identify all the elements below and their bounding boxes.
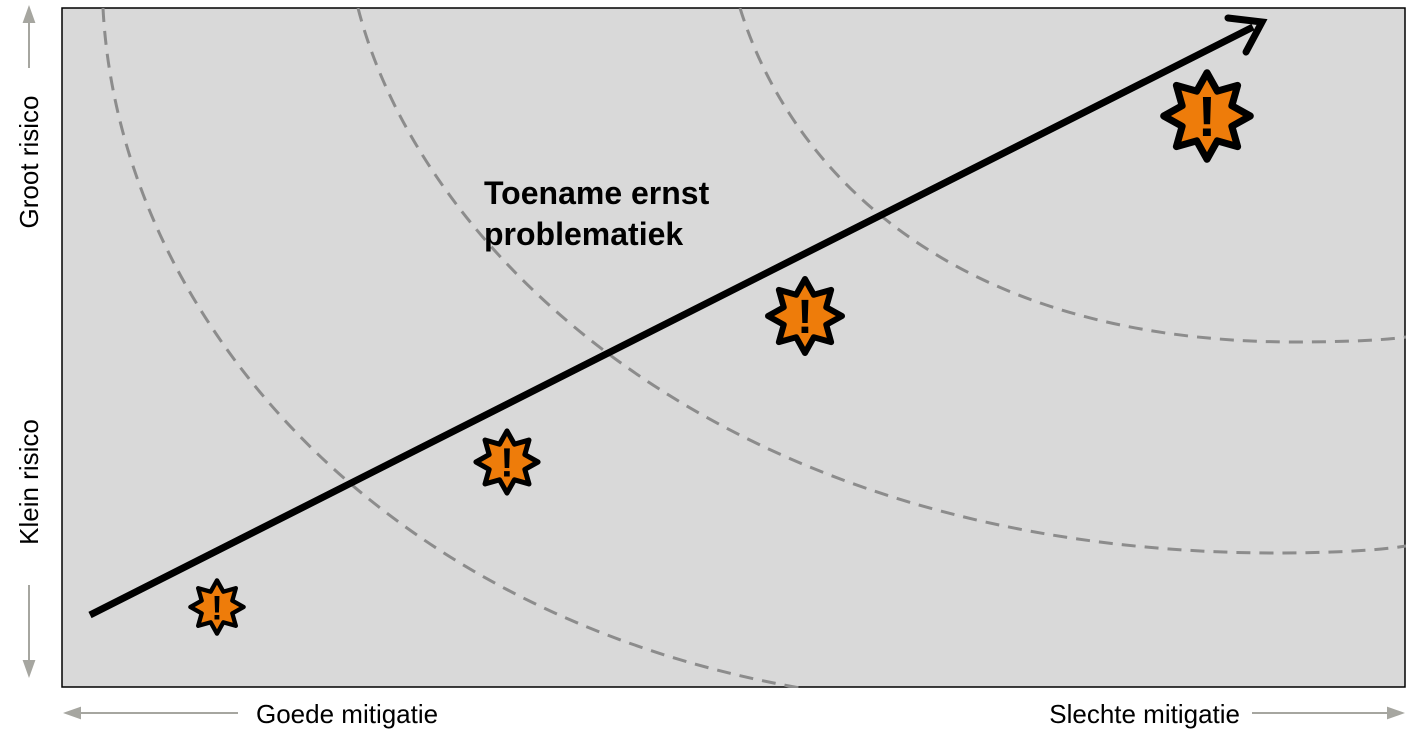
warning-star-icon	[1160, 69, 1254, 163]
exclamation-icon: !	[500, 439, 513, 485]
y-axis-arrows	[22, 5, 36, 678]
y-up-arrowhead	[22, 5, 36, 23]
x-label-left: Goede mitigatie	[256, 699, 438, 729]
trend-label-line-1: Toename ernst	[484, 175, 710, 211]
x-right-arrowhead	[1387, 706, 1405, 720]
trend-label: Toename ernst problematiek	[484, 175, 718, 252]
y-down-arrowhead	[22, 660, 36, 678]
warning-star-icon	[188, 578, 246, 636]
exclamation-icon: !	[211, 589, 223, 627]
trend-label-line-2: problematiek	[484, 216, 683, 252]
exclamation-icon: !	[797, 291, 813, 344]
warning-badge-1: !	[188, 578, 246, 636]
trend-arrowhead	[1224, 14, 1268, 56]
trend-arrow-shaft	[88, 23, 1255, 619]
warning-star-icon	[765, 276, 845, 356]
warning-badge-2: !	[473, 428, 541, 496]
warning-star-icon	[473, 428, 541, 496]
y-label-low: Klein risico	[14, 419, 44, 545]
warning-badge-3: !	[765, 276, 845, 356]
x-label-right: Slechte mitigatie	[1049, 699, 1240, 729]
x-axis-arrows	[63, 706, 1405, 720]
severity-trend-arrow	[88, 14, 1268, 619]
exclamation-icon: !	[1198, 85, 1217, 148]
y-label-high: Groot risico	[14, 96, 44, 229]
warning-badge-4: !	[1160, 69, 1254, 163]
x-left-arrowhead	[63, 706, 81, 720]
severity-contour-2	[356, 8, 1406, 555]
severity-contour-1	[101, 8, 801, 688]
severity-contour-3	[738, 8, 1406, 344]
